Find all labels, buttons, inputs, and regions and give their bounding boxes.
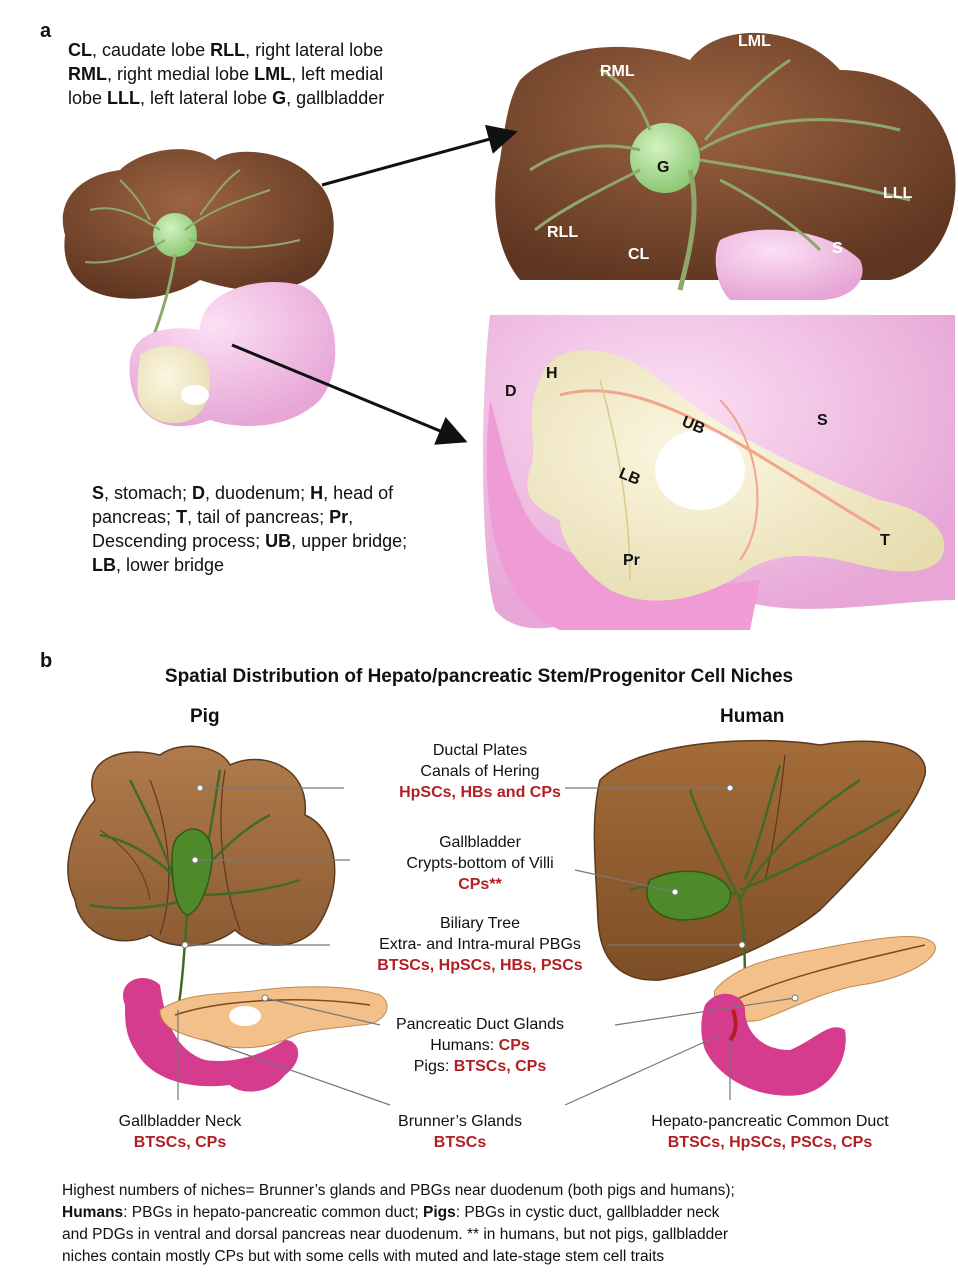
legend-abbr-t: T xyxy=(176,507,187,527)
legend-text-d: , duodenum; xyxy=(205,483,310,503)
biliary-line1: Biliary Tree xyxy=(310,913,650,934)
label-h: H xyxy=(546,365,558,382)
common-duct-cells: BTSCs, HpSCs, PSCs, CPs xyxy=(610,1132,930,1153)
gb-neck-cells: BTSCs, CPs xyxy=(70,1132,290,1153)
legend-text-s: , stomach; xyxy=(104,483,192,503)
common-duct-line1: Hepato-pancreatic Common Duct xyxy=(610,1111,930,1132)
footnote-humans-text: : PBGs in hepato-pancreatic common duct; xyxy=(123,1204,423,1221)
label-rll: RLL xyxy=(547,224,578,241)
ductal-line2: Canals of Hering xyxy=(330,761,630,782)
small-stomach-pancreas xyxy=(130,282,336,426)
caption-ductal: Ductal Plates Canals of Hering HpSCs, HB… xyxy=(330,740,630,803)
legend-abbr-s: S xyxy=(92,483,104,503)
pancreatic-line1: Pancreatic Duct Glands xyxy=(330,1014,630,1035)
label-g: G xyxy=(657,159,669,176)
legend-text-t: , tail of pancreas; xyxy=(187,507,329,527)
footnote: Highest numbers of niches= Brunner’s gla… xyxy=(62,1180,952,1268)
footnote-pigs-text: : PBGs in cystic duct, gallbladder neck xyxy=(456,1204,720,1221)
label-cl: CL xyxy=(628,246,650,263)
label-t: T xyxy=(880,532,890,549)
panel-b-title: Spatial Distribution of Hepato/pancreati… xyxy=(0,666,958,688)
pancreatic-pigs-cells: BTSCs, CPs xyxy=(454,1058,546,1075)
label-pr: Pr xyxy=(623,552,640,569)
biliary-cells: BTSCs, HpSCs, HBs, PSCs xyxy=(310,955,650,976)
caption-pancreatic: Pancreatic Duct Glands Humans: CPs Pigs:… xyxy=(330,1014,630,1077)
legend-abbr-lb: LB xyxy=(92,555,116,575)
footnote-line1: Highest numbers of niches= Brunner’s gla… xyxy=(62,1180,952,1202)
footnote-line3: and PDGs in ventral and dorsal pancreas … xyxy=(62,1224,952,1246)
gb-neck-line1: Gallbladder Neck xyxy=(70,1111,290,1132)
label-s-pancreas: S xyxy=(817,412,828,429)
pancreatic-humans-cells: CPs xyxy=(499,1037,530,1054)
brunner-cells: BTSCs xyxy=(360,1132,560,1153)
caption-biliary: Biliary Tree Extra- and Intra-mural PBGs… xyxy=(310,913,650,976)
ductal-line1: Ductal Plates xyxy=(330,740,630,761)
caption-gb-neck: Gallbladder Neck BTSCs, CPs xyxy=(70,1111,290,1153)
legend-text-ub: , upper bridge; xyxy=(291,531,407,551)
gallbladder-cells: CPs** xyxy=(330,874,630,895)
footnote-humans-label: Humans xyxy=(62,1204,123,1221)
footnote-pigs-label: Pigs xyxy=(423,1204,456,1221)
label-s-liver: S xyxy=(832,240,843,257)
large-pancreas-stomach xyxy=(483,315,955,630)
label-lml: LML xyxy=(738,33,771,50)
footnote-line4: niches contain mostly CPs but with some … xyxy=(62,1246,952,1268)
label-rml: RML xyxy=(600,63,635,80)
pancreatic-humans-label: Humans: xyxy=(430,1037,498,1054)
ductal-cells: HpSCs, HBs and CPs xyxy=(330,782,630,803)
large-liver xyxy=(495,33,955,300)
biliary-line2: Extra- and Intra-mural PBGs xyxy=(310,934,650,955)
label-lll: LLL xyxy=(883,185,913,202)
pancreatic-pigs-label: Pigs: xyxy=(414,1058,454,1075)
caption-brunner: Brunner’s Glands BTSCs xyxy=(360,1111,560,1153)
legend-abbr-h: H xyxy=(310,483,323,503)
caption-gallbladder: Gallbladder Crypts-bottom of Villi CPs** xyxy=(330,832,630,895)
gallbladder-line1: Gallbladder xyxy=(330,832,630,853)
legend-text-lb: , lower bridge xyxy=(116,555,224,575)
caption-common-duct: Hepato-pancreatic Common Duct BTSCs, HpS… xyxy=(610,1111,930,1153)
pancreas-legend: S, stomach; D, duodenum; H, head of panc… xyxy=(92,481,432,577)
label-d: D xyxy=(505,383,517,400)
brunner-line1: Brunner’s Glands xyxy=(360,1111,560,1132)
gallbladder-line2: Crypts-bottom of Villi xyxy=(330,853,630,874)
legend-abbr-pr: Pr xyxy=(329,507,348,527)
arrow-to-liver xyxy=(322,133,512,185)
legend-abbr-d: D xyxy=(192,483,205,503)
legend-abbr-ub: UB xyxy=(265,531,291,551)
